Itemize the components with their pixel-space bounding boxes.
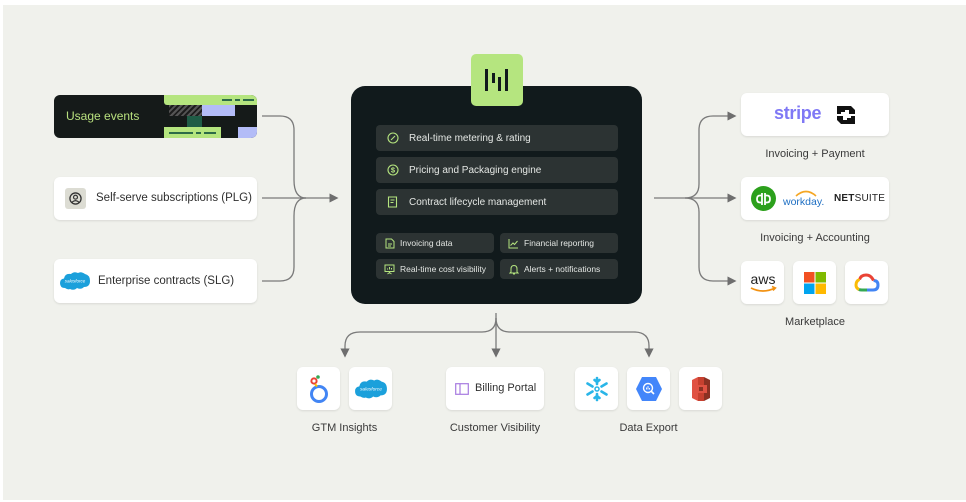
connector-out-marketplace bbox=[684, 197, 737, 286]
billing-portal-label: Billing Portal bbox=[475, 382, 537, 394]
usage-events-label: Usage events bbox=[66, 109, 140, 123]
netsuite-logo: NETSUITE bbox=[834, 193, 885, 204]
capability-contracts-label: Contract lifecycle management bbox=[409, 196, 547, 208]
connector-usage bbox=[262, 115, 307, 199]
snowflake-logo bbox=[575, 367, 618, 410]
looker-logo bbox=[297, 367, 340, 410]
caption-invoicing-accounting: Invoicing + Accounting bbox=[760, 232, 870, 244]
svg-text:workday.: workday. bbox=[782, 196, 824, 208]
user-circle-icon bbox=[65, 188, 86, 209]
self-serve-label: Self-serve subscriptions (PLG) bbox=[96, 192, 252, 204]
google-cloud-logo bbox=[845, 261, 888, 304]
capability-metering: Real-time metering & rating bbox=[376, 125, 618, 151]
svg-text:salesforce: salesforce bbox=[360, 386, 382, 392]
connector-enterprise bbox=[262, 197, 307, 282]
netsuite-light: SUITE bbox=[854, 193, 886, 204]
feature-cost-visibility-label: Real-time cost visibility bbox=[400, 264, 486, 274]
sidebar-panel-icon bbox=[455, 382, 469, 400]
quickbooks-logo bbox=[751, 186, 776, 211]
billing-portal-card: Billing Portal bbox=[446, 367, 544, 410]
workday-logo: workday. bbox=[782, 188, 830, 213]
caption-invoicing-payment: Invoicing + Payment bbox=[765, 148, 865, 160]
feature-invoicing-data: Invoicing data bbox=[376, 233, 494, 253]
connector-down-left bbox=[340, 317, 497, 358]
caption-gtm-insights: GTM Insights bbox=[311, 422, 378, 434]
feature-financial-reporting-label: Financial reporting bbox=[524, 238, 594, 248]
contract-document-icon bbox=[386, 196, 399, 209]
bigquery-logo bbox=[627, 367, 670, 410]
connector-out-payment bbox=[684, 111, 737, 199]
metronome-logo bbox=[471, 54, 523, 106]
connector-down-right bbox=[495, 317, 654, 358]
output-payment-card: stripe bbox=[741, 93, 889, 136]
salesforce-gtm-logo: salesforce bbox=[349, 367, 392, 410]
svg-text:salesforce: salesforce bbox=[65, 279, 86, 284]
bell-icon bbox=[508, 264, 519, 275]
svg-text:aws: aws bbox=[750, 271, 775, 287]
caption-customer-visibility: Customer Visibility bbox=[449, 422, 541, 434]
enterprise-label: Enterprise contracts (SLG) bbox=[98, 275, 235, 287]
caption-marketplace: Marketplace bbox=[785, 316, 845, 328]
invoice-icon bbox=[384, 238, 395, 249]
input-self-serve-subscriptions: Self-serve subscriptions (PLG) bbox=[54, 177, 257, 220]
input-enterprise-contracts: salesforce Enterprise contracts (SLG) bbox=[54, 259, 257, 303]
capability-pricing: $ Pricing and Packaging engine bbox=[376, 157, 618, 183]
line-chart-icon bbox=[508, 238, 519, 249]
capability-metering-label: Real-time metering & rating bbox=[409, 132, 531, 144]
caption-data-export: Data Export bbox=[619, 422, 678, 434]
feature-alerts-label: Alerts + notifications bbox=[524, 264, 601, 274]
input-usage-events: Usage events bbox=[54, 95, 257, 138]
gauge-icon bbox=[386, 132, 399, 145]
salesforce-logo: salesforce bbox=[59, 270, 91, 297]
presentation-chart-icon bbox=[384, 264, 395, 275]
aws-logo: aws bbox=[741, 261, 784, 304]
capability-contracts: Contract lifecycle management bbox=[376, 189, 618, 215]
chase-logo bbox=[836, 105, 856, 130]
dollar-circle-icon: $ bbox=[386, 164, 399, 177]
netsuite-bold: NET bbox=[834, 193, 855, 204]
stripe-logo: stripe bbox=[774, 103, 822, 123]
feature-financial-reporting: Financial reporting bbox=[500, 233, 618, 253]
svg-text:$: $ bbox=[390, 166, 395, 175]
feature-cost-visibility: Real-time cost visibility bbox=[376, 259, 494, 279]
output-accounting-card: workday. NETSUITE bbox=[741, 177, 889, 220]
feature-invoicing-data-label: Invoicing data bbox=[400, 238, 453, 248]
microsoft-logo bbox=[793, 261, 836, 304]
amazon-s3-logo bbox=[679, 367, 722, 410]
capability-pricing-label: Pricing and Packaging engine bbox=[409, 164, 542, 176]
feature-alerts: Alerts + notifications bbox=[500, 259, 618, 279]
